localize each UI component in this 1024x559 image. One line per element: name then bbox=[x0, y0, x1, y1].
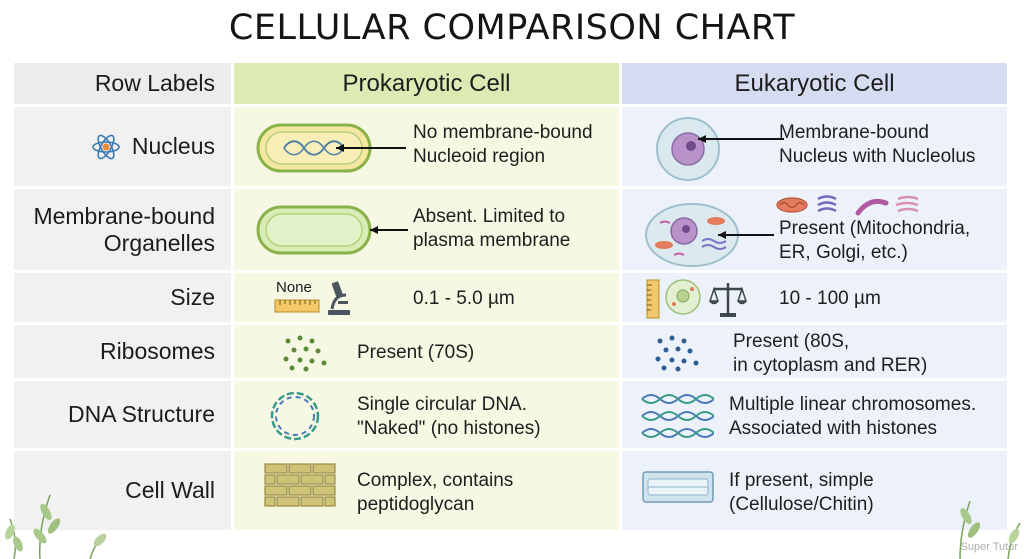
prokaryotic-wall-line2: peptidoglycan bbox=[357, 494, 475, 515]
eukaryotic-organelles-line1: Present (Mitochondria, bbox=[779, 218, 971, 239]
dna-helix-icon bbox=[641, 394, 714, 438]
eukaryotic-wall-line2: (Cellulose/Chitin) bbox=[729, 494, 874, 515]
row-label-organelles: Membrane-bound Organelles bbox=[14, 189, 234, 273]
ribosome-dots-icon bbox=[655, 335, 699, 372]
size-none-badge: None bbox=[276, 279, 312, 296]
comparison-table: Row Labels Prokaryotic Cell Eukaryotic C… bbox=[14, 63, 1010, 533]
prokaryotic-dna-line1: Single circular DNA. bbox=[357, 394, 527, 415]
eukaryotic-nucleus-line2: Nucleus with Nucleolus bbox=[779, 146, 976, 167]
row-label-dna: DNA Structure bbox=[14, 381, 234, 451]
cellulose-wall-icon bbox=[642, 471, 714, 503]
header-prokaryotic: Prokaryotic Cell bbox=[234, 63, 622, 107]
eukaryotic-wall-line1: If present, simple bbox=[729, 470, 874, 491]
brick-wall-icon bbox=[264, 463, 336, 507]
prokaryotic-dna-line2: "Naked" (no histones) bbox=[357, 418, 541, 439]
watermark: Super Tutor bbox=[960, 541, 1018, 553]
eukaryotic-nucleus-line1: Membrane-bound bbox=[779, 122, 929, 143]
prokaryotic-ribosomes-cell: Present (70S) bbox=[234, 325, 622, 381]
eukaryotic-ribosomes-line1: Present (80S, bbox=[733, 331, 850, 352]
row-label-ribosomes: Ribosomes bbox=[14, 325, 234, 381]
eukaryotic-wall-cell: If present, simple (Cellulose/Chitin) bbox=[622, 451, 1010, 533]
circular-dna-icon bbox=[270, 391, 320, 441]
row-label-nucleus: Nucleus bbox=[14, 107, 234, 189]
prokaryote-nucleoid-icon bbox=[256, 123, 406, 173]
prokaryotic-dna-cell: Single circular DNA. "Naked" (no histone… bbox=[234, 381, 622, 451]
prokaryote-cell-icon bbox=[256, 205, 408, 255]
eukaryotic-ribosomes-cell: Present (80S, in cytoplasm and RER) bbox=[622, 325, 1010, 381]
prokaryotic-nucleus-line1: No membrane-bound bbox=[413, 122, 593, 143]
eukaryotic-organelles-cell: Present (Mitochondria, ER, Golgi, etc.) bbox=[622, 189, 1010, 273]
eukaryotic-dna-line2: Associated with histones bbox=[729, 418, 938, 439]
prokaryotic-nucleus-line2: Nucleoid region bbox=[413, 146, 546, 167]
eukaryotic-size-cell: 10 - 100 µm bbox=[622, 273, 1010, 325]
header-eukaryotic: Eukaryotic Cell bbox=[622, 63, 1010, 107]
row-label-text: Nucleus bbox=[131, 133, 215, 159]
prokaryotic-wall-line1: Complex, contains bbox=[357, 470, 514, 491]
eukaryote-cell-small-icon bbox=[665, 279, 701, 315]
eukaryotic-nucleus-cell: Membrane-bound Nucleus with Nucleolus bbox=[622, 107, 1010, 189]
eukaryotic-size-value: 10 - 100 µm bbox=[779, 288, 881, 309]
atom-icon bbox=[92, 134, 120, 159]
eukaryotic-organelles-line2: ER, Golgi, etc.) bbox=[779, 242, 908, 263]
eukaryote-organelles-icon bbox=[645, 195, 919, 267]
eukaryotic-dna-line1: Multiple linear chromosomes. bbox=[729, 394, 977, 415]
header-row-labels: Row Labels bbox=[14, 63, 234, 107]
ruler-icon bbox=[274, 299, 320, 313]
prokaryotic-organelles-cell: Absent. Limited to plasma membrane bbox=[234, 189, 622, 273]
prokaryotic-organelles-line1: Absent. Limited to bbox=[413, 206, 566, 227]
eukaryote-nucleus-icon bbox=[656, 117, 784, 181]
microscope-icon bbox=[328, 281, 350, 315]
row-label-text-line1: Membrane-bound bbox=[33, 202, 215, 229]
prokaryotic-size-cell: None 0.1 - 5.0 µm bbox=[234, 273, 622, 325]
eukaryotic-ribosomes-line2: in cytoplasm and RER) bbox=[733, 355, 928, 376]
eukaryotic-dna-cell: Multiple linear chromosomes. Associated … bbox=[622, 381, 1010, 451]
ruler-icon bbox=[646, 279, 660, 319]
leaf-sprig-icon bbox=[959, 500, 1021, 559]
prokaryotic-organelles-line2: plasma membrane bbox=[413, 230, 571, 251]
row-label-size: Size bbox=[14, 273, 234, 325]
prokaryotic-size-value: 0.1 - 5.0 µm bbox=[413, 288, 515, 309]
prokaryotic-nucleus-cell: No membrane-bound Nucleoid region bbox=[234, 107, 622, 189]
page-title: CELLULAR COMPARISON CHART bbox=[228, 8, 796, 48]
prokaryotic-wall-cell: Complex, contains peptidoglycan bbox=[234, 451, 622, 533]
prokaryotic-ribosomes-value: Present (70S) bbox=[357, 342, 475, 363]
balance-scale-icon bbox=[708, 283, 748, 317]
leaf-sprig-icon bbox=[5, 494, 107, 559]
row-label-text-line2: Organelles bbox=[103, 229, 215, 256]
ribosome-dots-icon bbox=[283, 335, 327, 372]
